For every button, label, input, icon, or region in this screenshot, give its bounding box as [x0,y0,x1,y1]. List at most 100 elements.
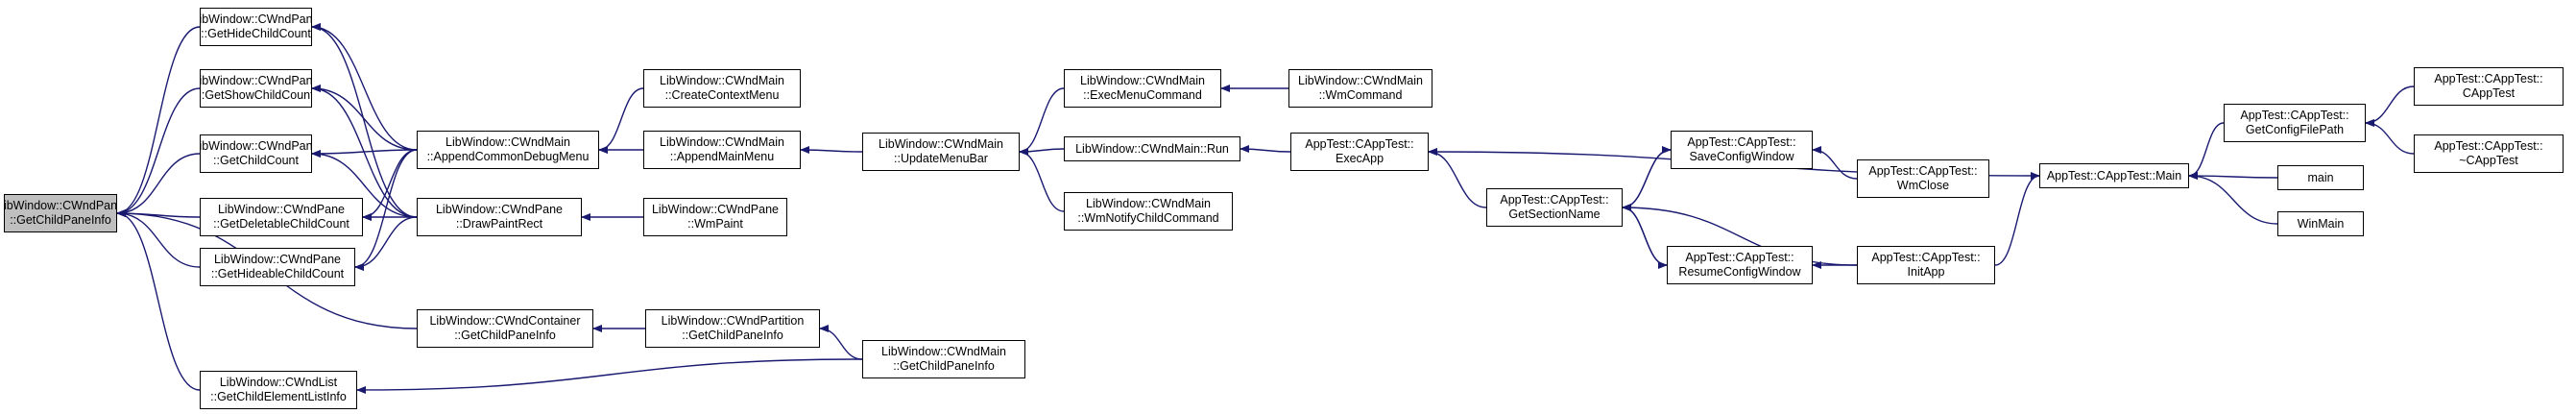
node-getCfgPath[interactable]: AppTest::CAppTest::GetConfigFilePath [2224,104,2366,142]
node-label: GetSectionName [1508,207,1601,221]
edge-drawPaint-to-show [311,85,418,218]
edge-ctor-to-getCfgPath [2365,85,2415,127]
edge-dtor-to-getCfgPath [2365,119,2415,155]
node-contInfo[interactable]: LibWindow::CWndContainer::GetChildPaneIn… [417,309,593,348]
edge-hideable-to-root [116,209,201,268]
node-label: InitApp [1907,265,1945,279]
node-hideable[interactable]: LibWindow::CWndPane::GetHideableChildCou… [200,248,355,286]
node-execApp[interactable]: AppTest::CAppTest::ExecApp [1290,133,1429,171]
edge-getSection-to-resumeCfg [1622,207,1668,269]
node-label: CAppTest [2462,86,2516,100]
node-partInfo[interactable]: LibWindow::CWndPartition::GetChildPaneIn… [645,309,820,348]
edge-execMenu-to-updMenu [1019,87,1065,156]
node-wmPaint[interactable]: LibWindow::CWndPane::WmPaint [643,198,787,236]
node-appMainFn[interactable]: AppTest::CAppTest::Main [2039,163,2189,188]
node-wmCommand[interactable]: LibWindow::CWndMain::WmCommand [1288,69,1432,108]
edge-appDebug-to-hide [311,23,418,151]
node-label: AppTest::CAppTest:: [2434,72,2543,85]
node-run[interactable]: LibWindow::CWndMain::Run [1064,136,1240,161]
node-label: ::GetHideableChildCount [210,267,345,280]
node-hide[interactable]: LibWindow::CWndPane::GetHideChildCount [200,8,312,46]
node-label: LibWindow::CWndMain [660,74,784,87]
node-label: ::GetHideChildCount [201,27,311,40]
node-dtor[interactable]: AppTest::CAppTest::~CAppTest [2414,134,2564,173]
node-label: LibWindow::CWndMain::Run [1075,141,1229,156]
edge-show-to-root [116,87,201,217]
edge-winMain-to-appMainFn [2188,172,2278,225]
node-label: LibWindow::CWndPane [217,203,345,216]
node-label: AppTest::CAppTest:: [1868,164,1978,178]
node-initApp[interactable]: AppTest::CAppTest::InitApp [1857,246,1995,284]
node-label: LibWindow::CWndMain [879,137,1003,151]
node-drawPaint[interactable]: LibWindow::CWndPane::DrawPaintRect [417,198,582,236]
node-label: ResumeConfigWindow [1678,265,1801,279]
node-label: LibWindow::CWndPane [435,203,563,216]
node-label: ::DrawPaintRect [455,217,543,231]
node-label: ::GetChildPaneInfo [454,329,556,342]
node-show[interactable]: LibWindow::CWndPane::GetShowChildCount [200,69,312,108]
node-label: LibWindow::CWndList [219,376,338,389]
node-label: LibWindow::CWndPane [4,199,117,212]
node-label: ::GetChildPaneInfo [682,329,783,342]
node-mainInfo[interactable]: LibWindow::CWndMain::GetChildPaneInfo [862,340,1025,378]
node-wmNotify[interactable]: LibWindow::CWndMain::WmNotifyChildComman… [1064,192,1233,231]
edge-drawPaint-to-child [311,150,418,218]
node-label: LibWindow::CWndMain [660,135,784,149]
node-appDebug[interactable]: LibWindow::CWndMain::AppendCommonDebugMe… [417,131,599,169]
node-listInfo[interactable]: LibWindow::CWndList::GetChildElementList… [200,371,357,409]
node-label: ::UpdateMenuBar [894,152,988,165]
node-label: AppTest::CAppTest:: [1305,137,1414,151]
node-label: LibWindow::CWndMain [1086,197,1211,210]
node-appMain[interactable]: LibWindow::CWndMain::AppendMainMenu [643,131,801,169]
node-execMenu[interactable]: LibWindow::CWndMain::ExecMenuCommand [1064,69,1221,108]
edge-mainInfo-to-listInfo [356,358,863,394]
node-getSection[interactable]: AppTest::CAppTest::GetSectionName [1486,188,1623,227]
edge-drawPaint-to-hide [311,23,418,218]
node-label: ::AppendMainMenu [669,150,775,163]
node-label: AppTest::CAppTest:: [1687,135,1796,149]
node-label: ::WmNotifyChildCommand [1077,211,1219,225]
node-label: WmClose [1896,179,1950,192]
edge-listInfo-to-root [116,209,201,391]
edge-initApp-to-appMainFn [1994,172,2040,266]
node-main[interactable]: main [2277,165,2364,190]
node-label: ::WmCommand [1318,88,1403,102]
edge-appDebug-to-delet [362,149,418,221]
node-label: ::CreateContextMenu [664,88,780,102]
node-label: ::GetChildElementListInfo [210,390,347,403]
node-label: ExecApp [1335,152,1384,165]
node-label: main [2307,170,2334,184]
edge-getCfgPath-to-appMainFn [2188,122,2225,180]
node-delet[interactable]: LibWindow::CWndPane::GetDeletableChildCo… [200,198,363,236]
edge-appDebug-to-show [311,85,418,151]
edge-initApp-to-getSection [1622,204,1858,266]
edge-wmClose-to-saveCfg [1812,146,1858,180]
node-child[interactable]: LibWindow::CWndPane::GetChildCount [200,134,312,173]
node-label: SaveConfigWindow [1689,150,1794,163]
node-label: ::ExecMenuCommand [1083,88,1202,102]
node-winMain[interactable]: WinMain [2277,211,2364,236]
node-createCtx[interactable]: LibWindow::CWndMain::CreateContextMenu [643,69,801,108]
edge-hide-to-root [116,26,201,217]
node-saveCfg[interactable]: AppTest::CAppTest::SaveConfigWindow [1671,131,1813,169]
node-wmClose[interactable]: AppTest::CAppTest::WmClose [1857,159,1989,198]
node-label: ::AppendCommonDebugMenu [426,150,590,163]
node-resumeCfg[interactable]: AppTest::CAppTest::ResumeConfigWindow [1667,246,1813,284]
node-label: ::GetShowChildCount [200,88,312,102]
node-root[interactable]: LibWindow::CWndPane::GetChildPaneInfo [4,194,117,232]
edge-getSection-to-execApp [1428,148,1487,208]
edge-wmNotify-to-updMenu [1019,148,1065,212]
edge-child-to-root [116,153,201,217]
node-updMenu[interactable]: LibWindow::CWndMain::UpdateMenuBar [862,133,1020,171]
edge-execApp-to-run [1240,145,1291,154]
node-ctor[interactable]: AppTest::CAppTest::CAppTest [2414,67,2564,106]
edge-drawPaint-to-hideable [354,216,418,271]
node-label: LibWindow::CWndContainer [429,314,581,328]
node-label: AppTest::CAppTest:: [1685,251,1794,264]
node-label: GetConfigFilePath [2245,123,2345,136]
node-label: ~CAppTest [2459,154,2518,167]
node-label: LibWindow::CWndMain [445,135,570,149]
node-label: LibWindow::CWndPartition [661,314,805,328]
edge-appDebug-to-hideable [354,149,418,271]
